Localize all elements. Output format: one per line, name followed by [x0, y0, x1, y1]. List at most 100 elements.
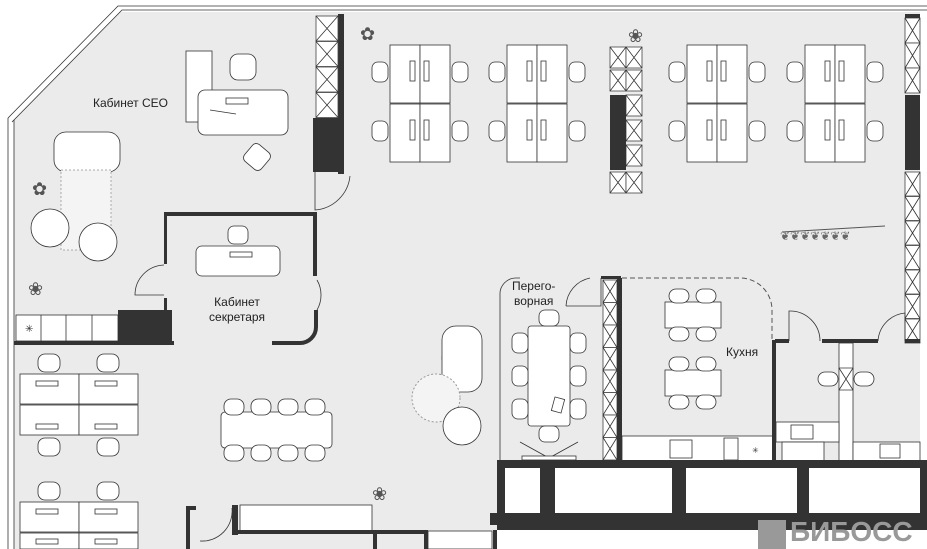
chair — [277, 444, 299, 462]
sofa — [53, 131, 121, 173]
dining-table — [664, 369, 722, 397]
monitor-icon — [526, 119, 533, 141]
chair — [223, 444, 245, 462]
cabinet-cross — [315, 15, 339, 42]
wc-door-left[interactable] — [788, 310, 821, 342]
cabinet — [602, 347, 618, 371]
monitor-icon — [35, 508, 59, 515]
monitor-icon — [824, 119, 831, 141]
wc-door-right[interactable] — [877, 312, 906, 342]
cabinet-cross — [602, 302, 618, 326]
chair — [695, 288, 717, 304]
desk — [686, 44, 718, 104]
secretary-room-walls — [14, 212, 322, 345]
glass-partition — [601, 276, 622, 462]
ceo-door[interactable] — [314, 172, 351, 211]
chair — [568, 120, 586, 142]
monitor-icon — [706, 60, 713, 82]
cabinet-cross — [904, 196, 921, 221]
monitor-icon — [35, 380, 59, 387]
cabinet-cross — [625, 69, 643, 92]
monitor-icon — [94, 423, 118, 430]
monitor-icon — [94, 508, 118, 515]
chair — [748, 120, 766, 142]
chair — [488, 120, 506, 142]
storage-cabinet-strip: ✳ — [15, 314, 119, 342]
chair — [668, 326, 690, 342]
cabinet — [625, 46, 643, 69]
chair — [668, 394, 690, 410]
cabinet-cross — [904, 294, 921, 319]
chair — [96, 437, 120, 457]
monitor-icon — [94, 538, 118, 545]
svg-text:❀: ❀ — [372, 484, 387, 504]
desk — [536, 103, 568, 163]
cabinet — [602, 302, 618, 326]
cabinet-cross — [315, 66, 339, 93]
chair — [568, 61, 586, 83]
chair — [371, 61, 389, 83]
cabinet — [904, 269, 921, 295]
cabinet-cross — [602, 324, 618, 348]
room-label-meeting-1: Перего- — [512, 279, 555, 293]
monitor-icon — [824, 60, 831, 82]
cabinet — [625, 69, 643, 92]
chair — [37, 437, 61, 457]
chair — [250, 398, 272, 416]
plant-icons: ✿❀✿ ❀❀ — [28, 24, 643, 504]
workstation-cluster — [19, 481, 139, 549]
chair — [569, 398, 587, 420]
desk — [506, 103, 538, 163]
monitor-icon — [720, 60, 727, 82]
cabinet — [904, 67, 921, 94]
cabinet-cross — [602, 279, 618, 303]
monitor-icon — [838, 60, 845, 82]
monitor-icon — [409, 60, 416, 82]
cabinet-cross — [602, 437, 618, 461]
chair — [786, 61, 804, 83]
desk — [389, 103, 421, 163]
cabinet-cross — [602, 369, 618, 393]
ceo-wall-cabinets — [313, 14, 351, 211]
cabinet — [904, 42, 921, 69]
chair — [668, 288, 690, 304]
cabinet — [315, 92, 339, 118]
cabinet-cross — [602, 414, 618, 438]
cabinet-cross — [602, 392, 618, 416]
desk — [19, 404, 80, 436]
cabinet-cross — [904, 42, 921, 69]
workstation-cluster — [488, 44, 586, 163]
chair — [304, 444, 326, 462]
svg-text:❀: ❀ — [28, 279, 43, 299]
desk — [506, 44, 538, 104]
socket-icon: ✳ — [25, 324, 33, 335]
chair — [277, 398, 299, 416]
meeting-room — [499, 277, 602, 461]
cabinet — [904, 171, 921, 197]
cabinet-cross — [315, 92, 339, 118]
cabinet — [602, 414, 618, 438]
kitchen: ✳ — [621, 277, 775, 463]
chair — [250, 444, 272, 462]
cabinet — [602, 437, 618, 461]
chair — [668, 61, 686, 83]
left-workstations — [19, 353, 139, 549]
room-label-meeting-2: ворная — [514, 294, 553, 308]
secretary-door[interactable] — [134, 264, 165, 296]
monitor-icon — [35, 538, 59, 545]
desk — [804, 44, 836, 104]
workstation-cluster — [19, 353, 139, 457]
workstation-cluster — [668, 44, 766, 163]
monitor-icon — [838, 119, 845, 141]
cabinet — [602, 369, 618, 393]
cabinet — [609, 171, 627, 194]
chair — [866, 120, 884, 142]
cabinet — [904, 17, 921, 44]
svg-text:✿: ✿ — [32, 179, 47, 199]
cabinet — [315, 66, 339, 93]
cabinet — [625, 94, 643, 117]
cabinet-cross — [315, 41, 339, 67]
chair — [668, 356, 690, 372]
monitor-icon — [423, 119, 430, 141]
